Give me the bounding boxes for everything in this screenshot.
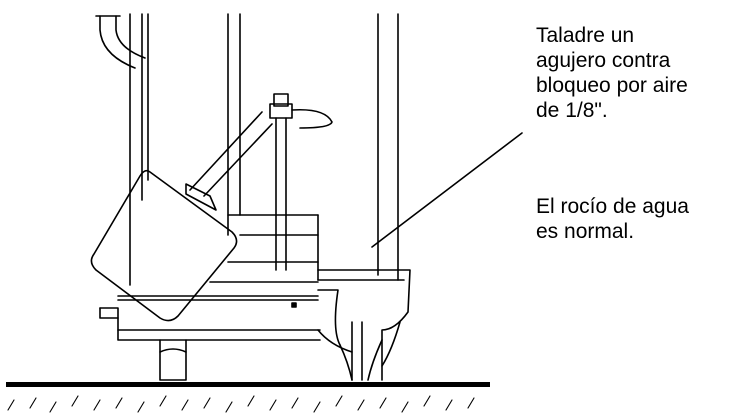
discharge-pipe — [95, 15, 146, 69]
callout-line: El rocío de agua — [536, 195, 689, 218]
float-switch — [90, 169, 238, 322]
callout-line: de 1/8". — [536, 99, 608, 122]
callout-line: es normal. — [536, 220, 635, 243]
water-spray-callout: El rocío de agua es normal. — [536, 194, 689, 244]
pump-intake — [317, 269, 411, 381]
callout-line: bloqueo por aire — [536, 74, 688, 97]
callout-leader-line — [371, 132, 523, 248]
pump-casing — [209, 214, 319, 283]
sump-basin-walls — [129, 13, 399, 286]
float-arm — [185, 111, 273, 211]
pump-base — [99, 295, 321, 381]
floor — [6, 382, 490, 413]
air-lock-hole-callout: Taladre un agujero contra bloqueo por ai… — [536, 23, 688, 123]
callout-line: agujero contra — [536, 49, 671, 72]
check-valve — [269, 93, 333, 271]
callout-line: Taladre un — [536, 24, 635, 47]
